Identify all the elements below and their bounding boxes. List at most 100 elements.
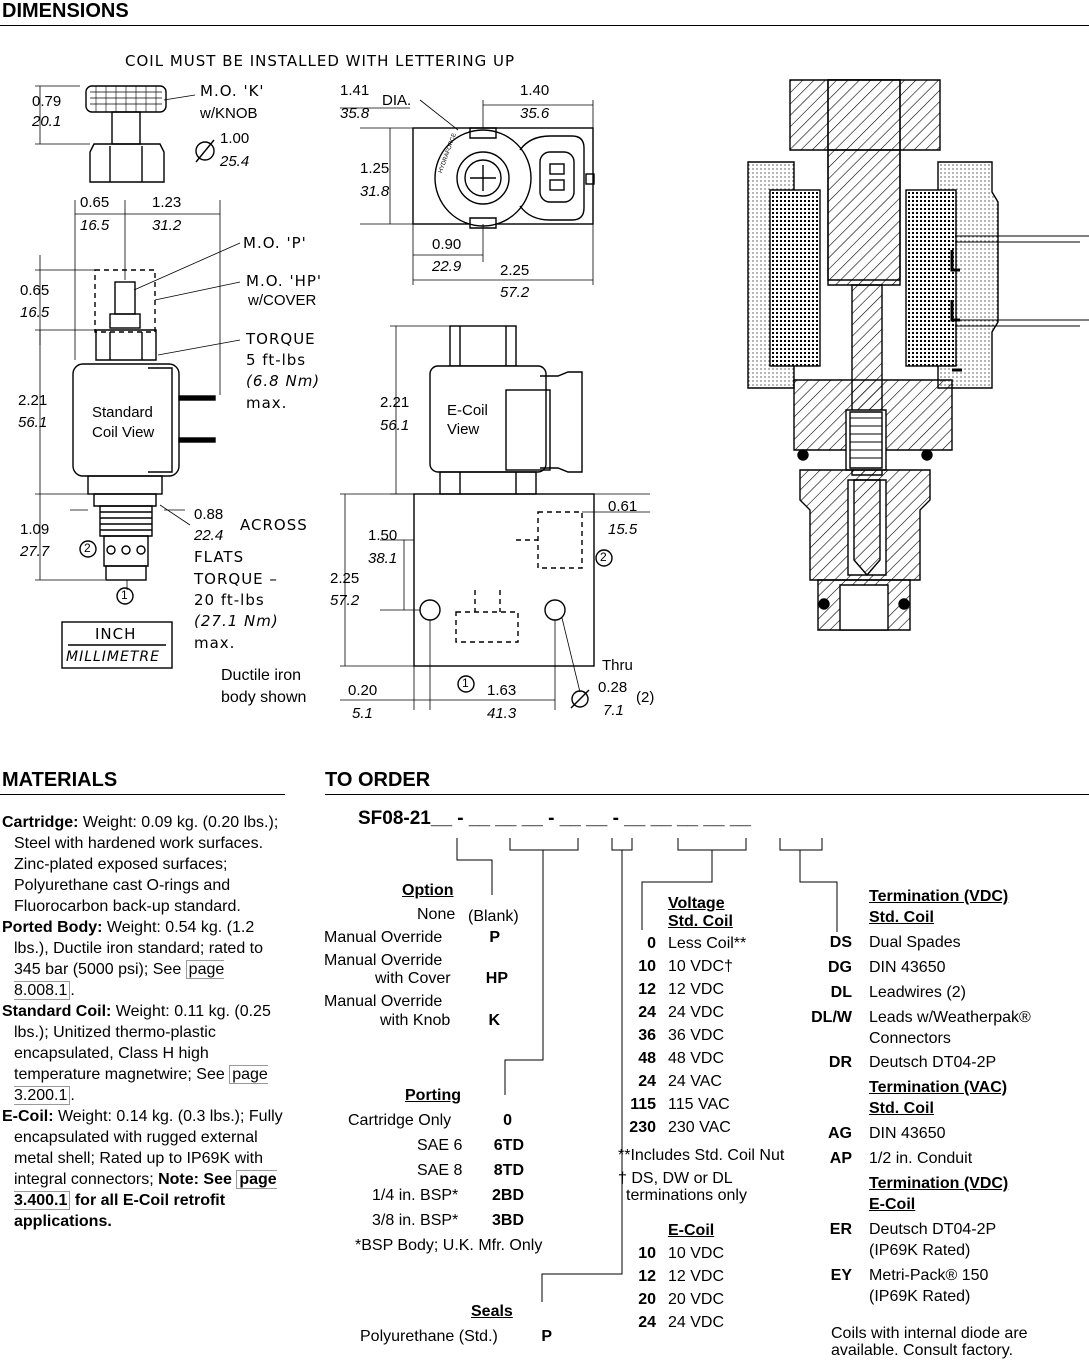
term-ecoil-subheading: E-Coil xyxy=(869,1196,916,1213)
ecoil-row-label: 12 VDC xyxy=(668,1268,725,1285)
dim-061-mm: 15.5 xyxy=(608,521,638,538)
w-cover-label: w/COVER xyxy=(248,292,317,309)
voltage-row-code: 24 xyxy=(638,1004,656,1021)
dim-225-mm-top: 57.2 xyxy=(500,284,530,301)
voltage-row-label: 48 VDC xyxy=(668,1050,725,1067)
materials-rule xyxy=(0,794,285,795)
dim-090-in: 0.90 xyxy=(432,236,462,253)
dim-221-in-front: 2.21 xyxy=(380,394,410,411)
coil-label: Standard Coil: xyxy=(2,1003,112,1020)
ecoil-page-link[interactable]: page 3.400.1 xyxy=(14,1170,277,1210)
dim-065b-mm: 16.5 xyxy=(20,304,50,321)
dim-225-mm-front: 57.2 xyxy=(330,592,360,609)
voltage-heading: Voltage xyxy=(668,895,725,912)
porting-2-label: SAE 8 xyxy=(417,1162,463,1179)
dim-123-in: 1.23 xyxy=(152,194,182,211)
dim-225-in-front: 2.25 xyxy=(330,570,360,587)
materials-body: Ported Body: Weight: 0.54 kg. (1.2 lbs.)… xyxy=(2,917,287,1001)
dim-125-in: 1.25 xyxy=(360,160,390,177)
legend-inch: INCH xyxy=(95,625,137,643)
ecoil-end: for all E-Coil retrofit applications. xyxy=(14,1192,226,1230)
port-2-marker-left: 2 xyxy=(84,541,91,555)
dim-141-in: 1.41 xyxy=(340,82,370,99)
option-p-label: Manual Override xyxy=(324,929,443,946)
body-page-link[interactable]: page 8.008.1 xyxy=(14,960,225,1000)
term-ecoil-row-label-line2: (IP69K Rated) xyxy=(869,1242,971,1259)
coil-text: Weight: 0.11 kg. (0.25 lbs.); Unitized t… xyxy=(14,1003,271,1083)
voltage-row-code: 230 xyxy=(629,1119,656,1136)
dim-109-in: 1.09 xyxy=(20,521,50,538)
torque-5-label: TORQUE xyxy=(246,330,316,348)
ecoil-label: E-Coil: xyxy=(2,1108,54,1125)
dim-020-in: 0.20 xyxy=(348,682,378,699)
dim-028-mm: 7.1 xyxy=(603,702,624,719)
option-hp-label: Manual Override xyxy=(324,952,443,969)
option-k-code: K xyxy=(488,1012,500,1029)
ecoil-row-label: 24 VDC xyxy=(668,1314,725,1331)
model-suffix: __ - __ __ __ - __ __ - __ __ __ __ __ xyxy=(430,808,751,829)
seals-0-label: Polyurethane (Std.) xyxy=(360,1328,498,1345)
body-end: . xyxy=(70,982,75,999)
knob-dia-mm: 25.4 xyxy=(220,153,250,170)
term-vac-row-code: AG xyxy=(828,1125,852,1142)
voltage-row-code: 0 xyxy=(647,935,656,952)
torque-20-label: TORQUE – xyxy=(194,570,278,588)
porting-4-code: 3BD xyxy=(491,1212,524,1229)
voltage-row-label: 24 VDC xyxy=(668,1004,725,1021)
term-vdc-subheading: Std. Coil xyxy=(869,909,934,926)
dim-150-mm: 38.1 xyxy=(368,550,398,567)
ecoil-row-code: 24 xyxy=(638,1314,656,1331)
voltage-row-code: 10 xyxy=(638,958,656,975)
voltage-row-label: Less Coil** xyxy=(668,935,747,952)
standard-coil-view-drawing xyxy=(35,85,241,669)
ecoil-row-code: 20 xyxy=(638,1291,656,1308)
mo-p-label: M.O. 'P' xyxy=(243,234,307,252)
cartridge-label: Cartridge: xyxy=(2,814,79,831)
term-ecoil-row-code: ER xyxy=(829,1221,852,1238)
torque-20-value: 20 ft-lbs xyxy=(194,591,265,609)
option-heading: Option xyxy=(402,882,454,899)
ecoil-row-code: 12 xyxy=(638,1268,656,1285)
to-order-rule xyxy=(325,794,1089,795)
order-code-leader-lines xyxy=(456,838,838,1302)
dim-163-in: 1.63 xyxy=(487,682,517,699)
mo-k-label: M.O. 'K' xyxy=(200,82,265,100)
port-1-marker-left: 1 xyxy=(121,588,128,602)
voltage-row-code: 115 xyxy=(630,1096,656,1113)
ecoil-text: Weight: 0.14 kg. (0.3 lbs.); Fully encap… xyxy=(14,1108,283,1188)
ecoil-row-label: 20 VDC xyxy=(668,1291,725,1308)
dim-088-mm: 22.4 xyxy=(194,527,224,544)
flats-label: FLATS xyxy=(194,548,245,566)
torque-5-max: max. xyxy=(246,394,288,412)
term-vdc-row-code: DL xyxy=(830,984,852,1001)
voltage-note-1: **Includes Std. Coil Nut xyxy=(618,1147,785,1164)
porting-1-label: SAE 6 xyxy=(417,1137,463,1154)
voltage-row-code: 36 xyxy=(638,1027,656,1044)
voltage-subheading: Std. Coil xyxy=(668,913,733,930)
term-vac-row-code: AP xyxy=(829,1150,852,1167)
dim-065a-in: 0.65 xyxy=(80,194,110,211)
coil-page-link[interactable]: page 3.200.1 xyxy=(14,1065,268,1105)
term-vac-heading: Termination (VAC) xyxy=(869,1079,1008,1096)
coil-end: . xyxy=(70,1087,75,1104)
porting-3-label: 1/4 in. BSP* xyxy=(372,1187,459,1204)
dim-221-in: 2.21 xyxy=(18,392,48,409)
term-ecoil-row-label-line2: (IP69K Rated) xyxy=(869,1288,971,1305)
mo-hp-label: M.O. 'HP' xyxy=(246,272,323,290)
dim-020-mm: 5.1 xyxy=(352,705,373,722)
voltage-row-label: 12 VDC xyxy=(668,981,725,998)
dim-079-mm: 20.1 xyxy=(32,113,62,130)
body-text: Weight: 0.54 kg. (1.2 lbs.), Ductile iro… xyxy=(14,919,264,978)
torque-5-value: 5 ft-lbs xyxy=(246,351,307,369)
coil-install-note: COIL MUST BE INSTALLED WITH LETTERING UP xyxy=(125,52,515,70)
std-coil-label-2: Coil View xyxy=(92,424,155,441)
dim-088-in: 0.88 xyxy=(194,506,224,523)
dim-225-in-top: 2.25 xyxy=(500,262,530,279)
dia-label: DIA. xyxy=(382,92,412,109)
dimensions-title: DIMENSIONS xyxy=(2,0,129,22)
std-coil-label-1: Standard xyxy=(92,404,153,421)
dim-065b-in: 0.65 xyxy=(20,282,50,299)
term-vdc-heading: Termination (VDC) xyxy=(869,888,1009,905)
term-vdc-row-label: Dual Spades xyxy=(869,934,961,951)
porting-4-label: 3/8 in. BSP* xyxy=(372,1212,459,1229)
